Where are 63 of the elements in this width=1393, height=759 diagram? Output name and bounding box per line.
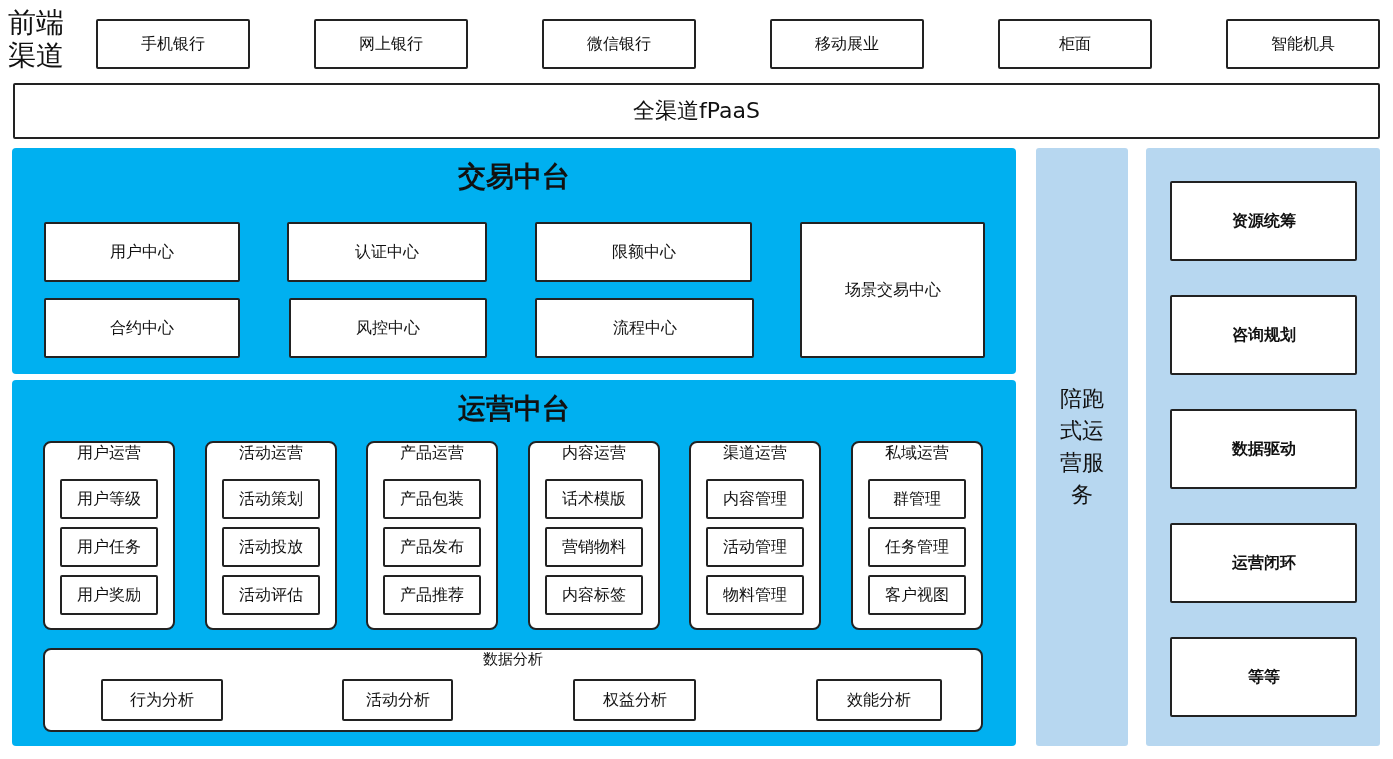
channel-box: 网上银行 [314, 19, 468, 69]
group-title: 内容运营 [560, 443, 627, 464]
analysis-group [43, 648, 983, 732]
function-box: 任务管理 [868, 527, 966, 567]
function-box: 活动策划 [221, 479, 320, 519]
analysis-box: 效能分析 [816, 679, 942, 721]
function-box: 用户等级 [60, 479, 158, 519]
capability-box: 运营闭环 [1170, 523, 1357, 603]
operations-group [43, 441, 175, 630]
group-title: 运营中台 [457, 391, 571, 427]
module-box: 认证中心 [287, 222, 487, 282]
channel-box: 移动展业 [770, 19, 924, 69]
group-title: 产品运营 [399, 443, 466, 464]
module-box: 用户中心 [44, 222, 240, 282]
function-box: 活动管理 [706, 527, 805, 567]
operations-group [689, 441, 822, 630]
operations-panel [12, 380, 1016, 746]
function-box: 活动评估 [221, 575, 320, 615]
function-box: 内容标签 [544, 575, 643, 615]
function-box: 产品发布 [383, 527, 482, 567]
channel-box: 柜面 [998, 19, 1152, 69]
platform-bar: 全渠道fPaaS [13, 83, 1380, 139]
capability-box: 数据驱动 [1170, 409, 1357, 489]
capability-box: 等等 [1170, 637, 1357, 717]
analysis-box: 权益分析 [573, 679, 696, 721]
operations-group [527, 441, 660, 630]
function-box: 营销物料 [544, 527, 643, 567]
group-title: 交易中台 [457, 159, 571, 195]
function-box: 用户奖励 [60, 575, 158, 615]
analysis-box: 活动分析 [342, 679, 453, 721]
operations-group [204, 441, 337, 630]
channel-box: 智能机具 [1226, 19, 1380, 69]
analysis-box: 行为分析 [101, 679, 223, 721]
group-title: 活动运营 [237, 443, 304, 464]
service-panel [1036, 148, 1128, 746]
capability-box: 咨询规划 [1170, 295, 1357, 375]
capability-box: 资源统筹 [1170, 181, 1357, 261]
trading-panel [12, 148, 1016, 374]
row-heading: 前端渠道 [8, 6, 65, 72]
module-box: 场景交易中心 [800, 222, 985, 358]
function-box: 用户任务 [60, 527, 158, 567]
function-box: 产品包装 [383, 479, 482, 519]
side-panel [1146, 148, 1380, 746]
group-title: 用户运营 [76, 443, 142, 464]
function-box: 物料管理 [706, 575, 805, 615]
operations-group [851, 441, 983, 630]
module-box: 合约中心 [44, 298, 240, 358]
module-box: 限额中心 [535, 222, 752, 282]
module-box: 流程中心 [535, 298, 754, 358]
operations-group [366, 441, 499, 630]
function-box: 产品推荐 [383, 575, 482, 615]
function-box: 话术模版 [544, 479, 643, 519]
group-title: 渠道运营 [722, 443, 789, 464]
channel-box: 手机银行 [96, 19, 250, 69]
channel-box: 微信银行 [542, 19, 696, 69]
function-box: 群管理 [868, 479, 966, 519]
group-title: 私域运营 [884, 443, 950, 464]
service-title: 陪跑式运营服务 [1059, 385, 1105, 509]
group-title: 数据分析 [482, 650, 544, 669]
function-box: 活动投放 [221, 527, 320, 567]
function-box: 客户视图 [868, 575, 966, 615]
function-box: 内容管理 [706, 479, 805, 519]
module-box: 风控中心 [289, 298, 487, 358]
